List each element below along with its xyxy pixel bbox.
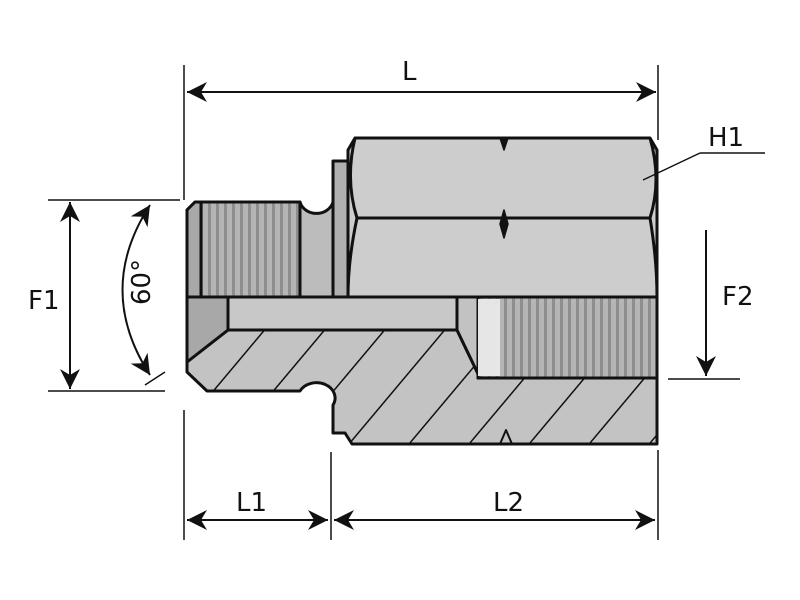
label-angle: 60° bbox=[127, 259, 157, 305]
label-L2: L2 bbox=[493, 488, 524, 518]
male-thread bbox=[185, 200, 302, 299]
fitting-body bbox=[185, 136, 659, 446]
label-F1: F1 bbox=[28, 286, 60, 316]
section-hatch bbox=[185, 328, 659, 446]
female-thread bbox=[476, 295, 659, 380]
label-H1: H1 bbox=[708, 123, 744, 153]
label-L: L bbox=[402, 57, 417, 87]
label-F2: F2 bbox=[722, 282, 754, 312]
groove bbox=[298, 200, 335, 299]
label-L1: L1 bbox=[236, 488, 267, 518]
flange bbox=[331, 159, 350, 299]
dimension-lines bbox=[48, 65, 765, 540]
bore bbox=[226, 295, 459, 332]
